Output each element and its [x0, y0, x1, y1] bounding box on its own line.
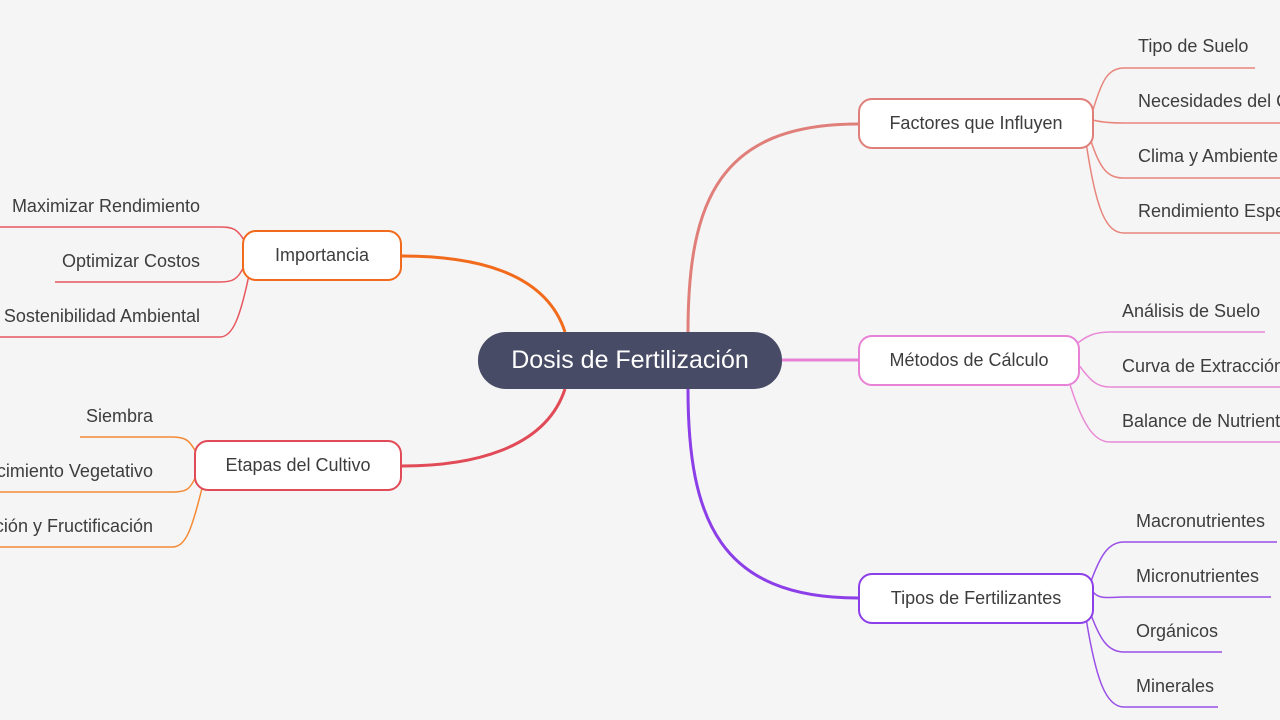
leaf-crecimiento-vegetativo[interactable]: Crecimiento Vegetativo [0, 461, 153, 481]
link-factores-3 [1085, 141, 1280, 234]
leaf-rendimiento-esperado[interactable]: Rendimiento Esperado [1138, 201, 1280, 221]
link-root-factores [686, 122, 859, 333]
link-importancia-2 [0, 269, 251, 338]
leaf-tipo-de-suelo[interactable]: Tipo de Suelo [1138, 36, 1249, 56]
link-factores-0 [1092, 67, 1255, 111]
link-tipos-1 [1092, 591, 1271, 599]
leaf-analisis-de-suelo[interactable]: Análisis de Suelo [1122, 301, 1261, 321]
branch-tipos-de-fertilizantes[interactable]: Tipos de Fertilizantes [858, 573, 1094, 624]
link-factores-1 [1092, 119, 1280, 124]
leaf-curva-de-extraccion[interactable]: Curva de Extracción [1122, 356, 1280, 376]
leaf-organicos[interactable]: Orgánicos [1136, 621, 1219, 641]
leaf-siembra[interactable]: Siembra [85, 406, 153, 426]
link-factores-2 [1089, 137, 1280, 179]
link-metodos-0 [1073, 331, 1265, 347]
leaf-clima-y-ambiente[interactable]: Clima y Ambiente [1138, 146, 1279, 166]
link-tipos-0 [1089, 541, 1277, 585]
link-etapas-2 [0, 479, 205, 548]
branch-etapas-label: Etapas del Cultivo [225, 455, 371, 475]
branch-importancia-label: Importancia [274, 245, 370, 265]
branch-factores-label: Factores que Influyen [889, 113, 1063, 133]
link-root-etapas [401, 388, 567, 468]
link-metodos-2 [1067, 377, 1280, 443]
root-node[interactable]: Dosis de Fertilización [478, 332, 782, 389]
leaf-micronutrientes[interactable]: Micronutrientes [1136, 566, 1260, 586]
leaf-balance-de-nutrientes[interactable]: Balance de Nutrientes [1122, 411, 1280, 431]
leaf-maximizar-rendimiento[interactable]: Maximizar Rendimiento [11, 196, 200, 216]
link-etapas-0 [80, 436, 199, 457]
leaf-floracion-y-fructificacion[interactable]: Floración y Fructificación [0, 516, 153, 536]
leaf-optimizar-costos[interactable]: Optimizar Costos [61, 251, 200, 271]
leaf-macronutrientes[interactable]: Macronutrientes [1136, 511, 1266, 531]
branch-metodos-de-calculo[interactable]: Métodos de Cálculo [858, 335, 1080, 386]
leaf-sostenibilidad-ambiental[interactable]: Sostenibilidad Ambiental [3, 306, 200, 326]
branch-factores-que-influyen[interactable]: Factores que Influyen [858, 98, 1094, 149]
branch-tipos-label: Tipos de Fertilizantes [890, 588, 1062, 608]
branch-etapas-del-cultivo[interactable]: Etapas del Cultivo [194, 440, 402, 491]
root-label: Dosis de Fertilización [511, 346, 749, 374]
link-tipos-3 [1085, 617, 1218, 708]
link-metodos-1 [1077, 363, 1280, 388]
link-root-tipos [686, 388, 859, 600]
leaf-minerales[interactable]: Minerales [1136, 676, 1215, 696]
link-root-importancia [401, 254, 567, 333]
branch-metodos-label: Métodos de Cálculo [889, 350, 1049, 370]
link-importancia-0 [0, 226, 247, 245]
link-tipos-2 [1089, 611, 1222, 653]
branch-importancia[interactable]: Importancia [242, 230, 402, 281]
leaf-necesidades-del-cultivo[interactable]: Necesidades del Cultivo [1138, 91, 1280, 111]
